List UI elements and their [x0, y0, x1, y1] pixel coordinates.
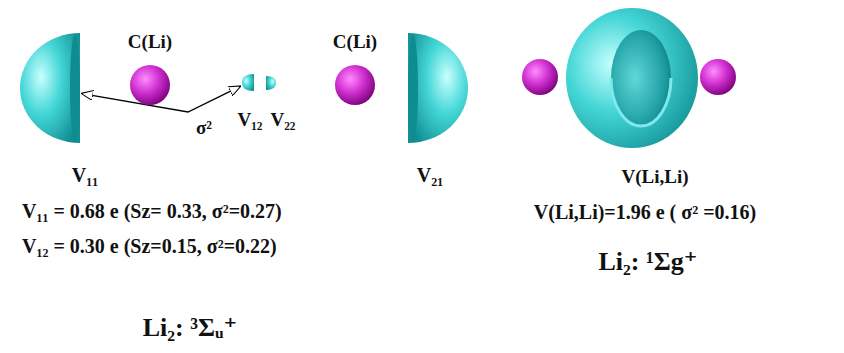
basin-label: V(Li,Li): [621, 166, 688, 188]
lone-pair-basin: V₁₁: [15, 28, 115, 193]
label-holder: V₂₁: [417, 164, 443, 187]
label-holder: V₂₂: [270, 109, 295, 131]
label-holder: C(Li): [128, 31, 172, 53]
label-holder: V(Li,Li)=1.96 e ( σ² =0.16): [534, 201, 756, 224]
atom-sphere: [335, 65, 375, 105]
label-holder: Li₂: ¹Σg⁺: [598, 247, 697, 277]
atom-sphere: [522, 59, 558, 95]
core-basin: C(Li): [115, 25, 185, 110]
population-line: V₁₂ = 0.30 e (Sz=0.15, σ²=0.22): [22, 235, 277, 258]
basin-surface: [242, 74, 254, 91]
lone-pair-basin: V₂₁: [395, 28, 490, 193]
core-basin: C(Li): [320, 25, 390, 110]
atom-sphere: [130, 65, 170, 105]
basin-shape: [20, 33, 80, 143]
basin-shape: [515, 5, 740, 155]
arrow-label: σ²: [194, 117, 214, 139]
basin-label: C(Li): [333, 31, 377, 53]
label-holder: V₁₂ = 0.30 e (Sz=0.15, σ²=0.22): [22, 235, 277, 258]
label-holder: V₁₁ = 0.68 e (Sz= 0.33, σ²=0.27): [22, 200, 282, 223]
basin-shape: [130, 65, 170, 105]
state-label: Li₂: ¹Σg⁺: [598, 247, 697, 277]
label-holder: C(Li): [333, 31, 377, 53]
basin-surface: [266, 76, 276, 90]
basin-shape: [266, 76, 276, 90]
bond-basin: V₁₂: [232, 70, 268, 135]
bond-basin: V₂₂: [262, 70, 302, 135]
basin-label: V₁₁: [72, 164, 98, 187]
label-holder: Li₂: ³Σᵤ⁺: [143, 313, 238, 343]
label-holder: V(Li,Li): [621, 166, 688, 188]
basin-inner-face: [70, 34, 80, 142]
torus-hole: [611, 30, 671, 126]
atom-sphere: [700, 59, 736, 95]
torus-basin: V(Li,Li): [515, 5, 740, 190]
basin-surface: [20, 33, 80, 143]
population-line: V(Li,Li)=1.96 e ( σ² =0.16): [534, 201, 756, 224]
state-label: Li₂: ³Σᵤ⁺: [143, 313, 238, 343]
basin-label: V₂₁: [417, 164, 443, 187]
label-holder: σ²: [194, 117, 214, 139]
population-line: V₁₁ = 0.68 e (Sz= 0.33, σ²=0.27): [22, 200, 282, 223]
basin-label: V₂₂: [270, 109, 295, 131]
basin-surface: [408, 33, 468, 143]
basin-inner-face: [408, 34, 418, 142]
label-holder: V₁₂: [237, 109, 262, 131]
basin-shape: [408, 33, 468, 143]
torus-rim: [611, 78, 671, 126]
basin-shape: [242, 74, 254, 91]
basin-label: V₁₂: [237, 109, 262, 131]
label-holder: V₁₁: [72, 164, 98, 187]
basin-label: C(Li): [128, 31, 172, 53]
torus-surface: [566, 8, 698, 148]
basin-shape: [335, 65, 375, 105]
